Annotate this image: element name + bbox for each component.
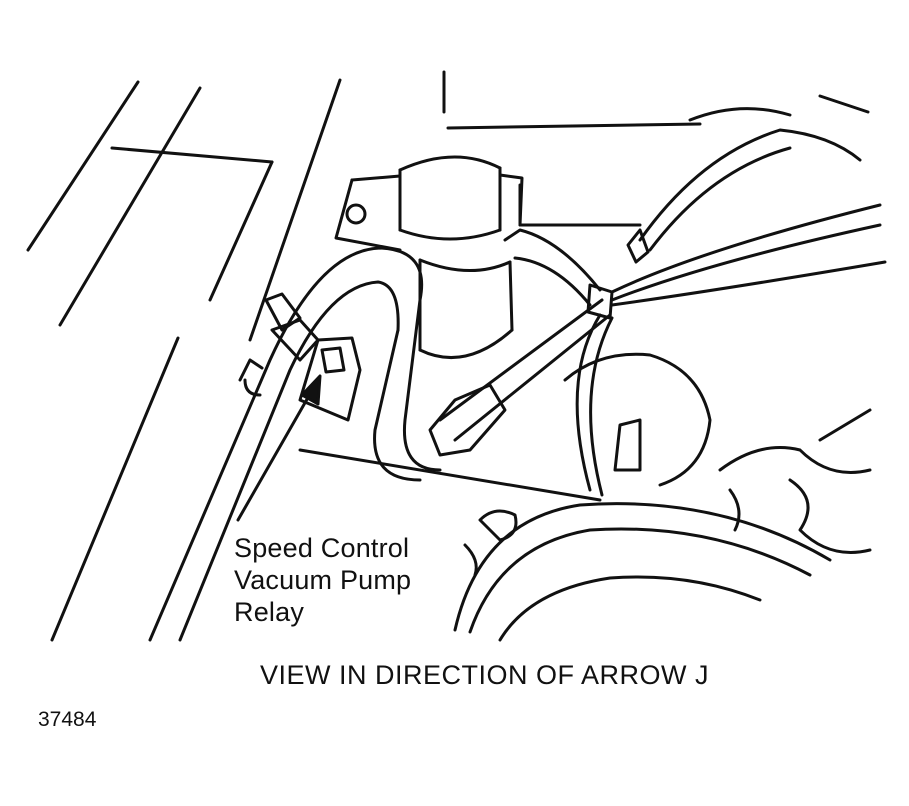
vacuum-line-fitting: [428, 228, 614, 457]
view-caption: VIEW IN DIRECTION OF ARROW J: [260, 660, 710, 690]
cowl-lines: [442, 70, 870, 227]
wiring-harness: [575, 107, 887, 497]
air-cleaner: [453, 502, 832, 642]
vacuum-pump: [334, 155, 524, 360]
right-side-components: [718, 408, 872, 554]
vacuum-hose: [148, 246, 442, 642]
fender-panel-lines: [26, 78, 342, 642]
relay-label-line-2: Vacuum Pump: [234, 565, 412, 595]
relay-label-line-1: Speed Control: [234, 533, 410, 563]
relay-connector: [238, 292, 362, 422]
figure-number: 37484: [38, 708, 97, 731]
relay-label: Speed Control Vacuum Pump Relay: [234, 532, 411, 628]
booster-housing: [298, 352, 712, 502]
callout-arrow: [236, 374, 322, 522]
relay-label-line-3: Relay: [234, 597, 305, 627]
